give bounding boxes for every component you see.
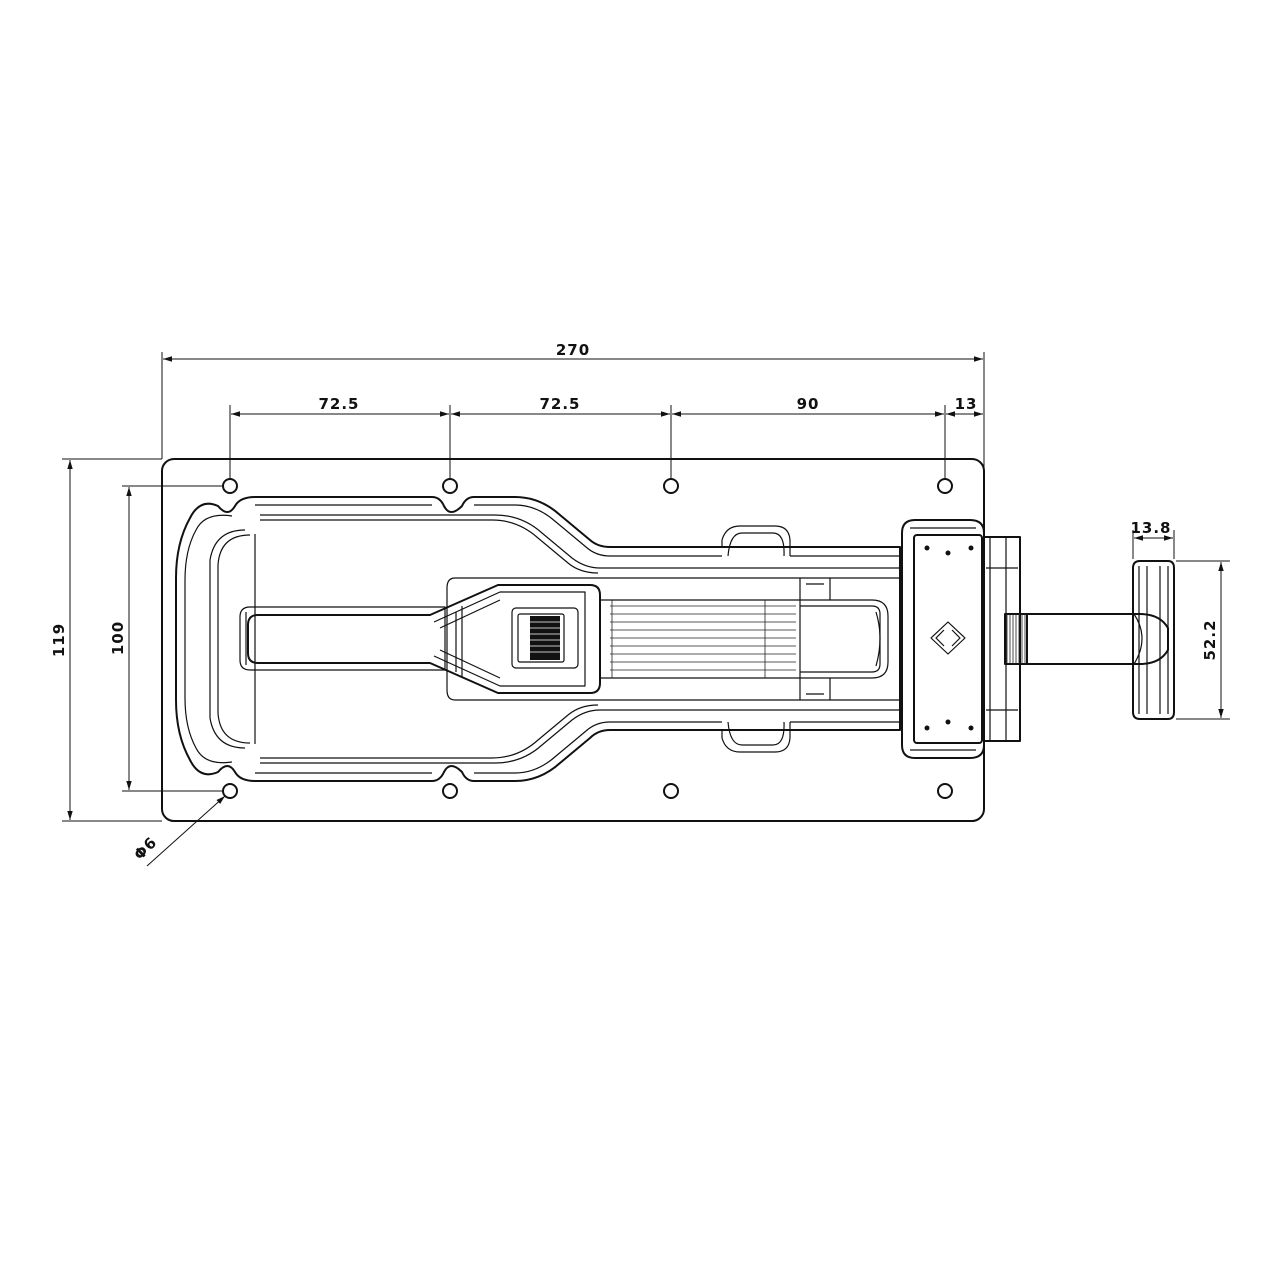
dim-edge-offset: 13 xyxy=(955,395,978,413)
t-handle xyxy=(1004,560,1175,720)
mounting-holes xyxy=(222,478,953,799)
dimension-labels: 270 72.5 72.5 90 13 119 100 Φ6 13.8 52.2 xyxy=(50,341,1219,864)
dim-hole-diameter: Φ6 xyxy=(130,833,161,864)
mounting-hole xyxy=(937,783,953,799)
mounting-hole xyxy=(222,783,238,799)
dim-overall-length: 270 xyxy=(556,341,590,359)
base-plate xyxy=(161,458,985,822)
dim-hole-pitch-1: 72.5 xyxy=(318,395,359,413)
dim-handle-length: 52.2 xyxy=(1201,619,1219,660)
end-housing xyxy=(901,519,1021,759)
dim-overall-height: 119 xyxy=(50,623,68,657)
mounting-hole xyxy=(663,783,679,799)
dim-handle-width: 13.8 xyxy=(1130,519,1171,537)
dim-hole-pitch-3: 90 xyxy=(797,395,820,413)
mounting-hole xyxy=(937,478,953,494)
dimension-lines xyxy=(62,352,1230,867)
mounting-hole xyxy=(663,478,679,494)
mounting-hole xyxy=(442,478,458,494)
dim-hole-pitch-2: 72.5 xyxy=(539,395,580,413)
lever xyxy=(247,584,881,694)
pressed-tray xyxy=(175,496,901,782)
mounting-hole xyxy=(442,783,458,799)
brand-logo-icon xyxy=(930,621,966,655)
dim-hole-row-spacing: 100 xyxy=(109,621,127,655)
mounting-hole xyxy=(222,478,238,494)
